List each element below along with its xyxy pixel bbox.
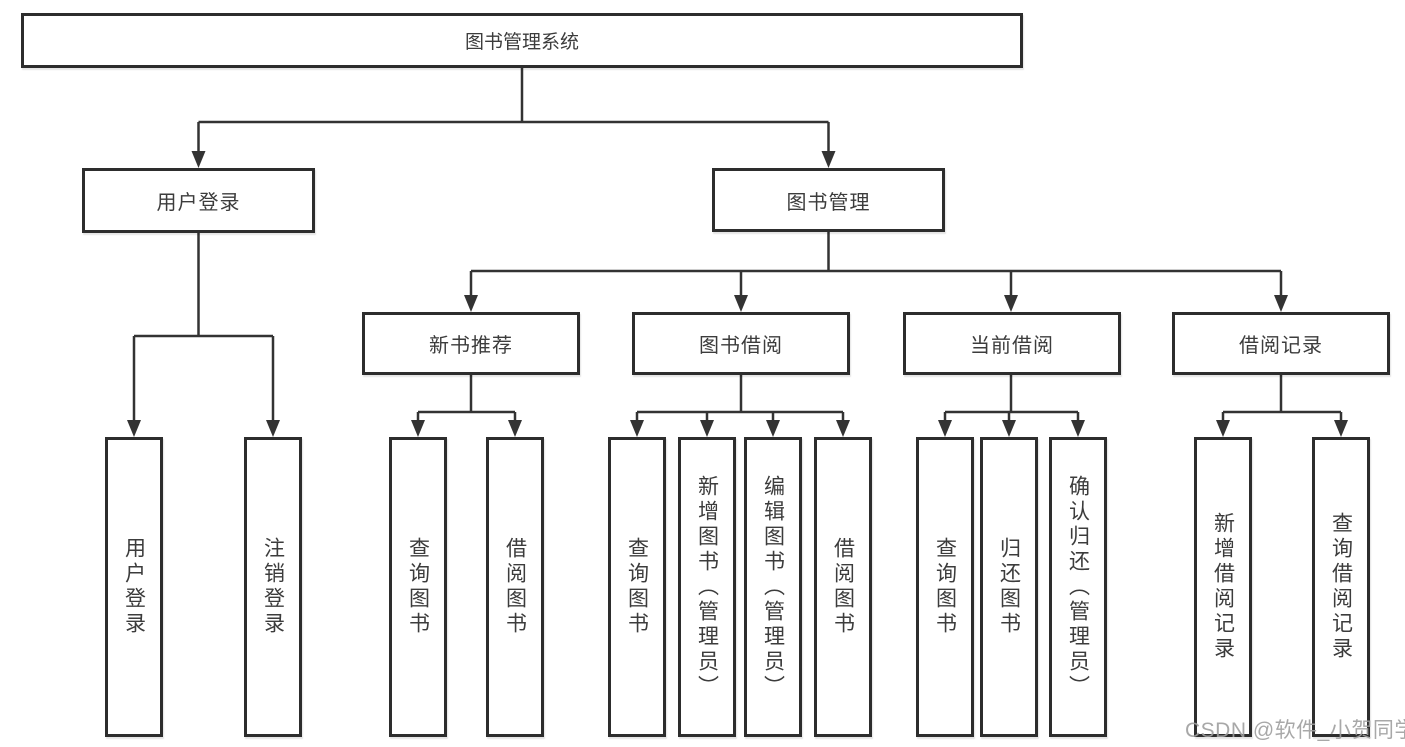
node-book-management: 图书管理 [712, 168, 945, 232]
arrow-down-icon [1002, 420, 1016, 437]
arrow-down-icon [821, 151, 836, 168]
leaf-logout-login: 注销登录 [244, 437, 302, 737]
node-borrowing-records: 借阅记录 [1172, 312, 1390, 375]
arrow-down-icon [1071, 420, 1085, 437]
arrow-down-icon [938, 420, 952, 437]
arrow-down-icon [630, 420, 644, 437]
node-label: 当前借阅 [970, 335, 1054, 357]
arrow-down-icon [700, 420, 714, 437]
leaf-borrowing-borrow-books: 借阅图书 [814, 437, 872, 737]
leaf-newbooks-borrow-books: 借阅图书 [486, 437, 544, 737]
node-new-book-recommend: 新书推荐 [362, 312, 580, 375]
arrow-down-icon [1004, 295, 1018, 312]
leaf-current-return-books: 归还图书 [980, 437, 1038, 737]
arrow-down-icon [127, 420, 141, 437]
node-root-system: 图书管理系统 [21, 13, 1023, 68]
node-current-borrowing: 当前借阅 [903, 312, 1121, 375]
leaf-borrowing-add-books-admin: 新增图书（管理员） [678, 437, 736, 737]
node-book-borrowing: 图书借阅 [632, 312, 850, 375]
leaf-borrowing-edit-books-admin: 编辑图书（管理员） [744, 437, 802, 737]
arrowheads [127, 151, 1348, 437]
arrow-down-icon [1216, 420, 1230, 437]
leaf-records-query-record: 查询借阅记录 [1312, 437, 1370, 737]
leaf-current-confirm-return-admin: 确认归还（管理员） [1049, 437, 1107, 737]
node-label: 新书推荐 [429, 335, 513, 357]
arrow-down-icon [836, 420, 850, 437]
arrow-down-icon [734, 295, 748, 312]
csdn-watermark: CSDN @软件_小贺同学 [1185, 719, 1405, 742]
node-label: 图书管理 [786, 191, 871, 214]
leaf-current-query-books: 查询图书 [916, 437, 974, 737]
leaf-user-login: 用户登录 [105, 437, 163, 737]
arrow-down-icon [508, 420, 522, 437]
arrow-down-icon [1274, 295, 1288, 312]
arrow-down-icon [766, 420, 780, 437]
node-label: 图书借阅 [699, 335, 783, 357]
node-user-login: 用户登录 [82, 168, 315, 233]
leaf-newbooks-query-books: 查询图书 [389, 437, 447, 737]
node-label: 借阅记录 [1239, 335, 1323, 357]
leaf-records-add-record: 新增借阅记录 [1194, 437, 1252, 737]
tree-edges [132, 68, 1343, 424]
arrow-down-icon [411, 420, 425, 437]
arrow-down-icon [266, 420, 280, 437]
node-label: 用户登录 [156, 192, 241, 214]
leaf-borrowing-query-books: 查询图书 [608, 437, 666, 737]
node-label: 图书管理系统 [464, 32, 579, 53]
arrow-down-icon [464, 295, 478, 312]
arrow-down-icon [191, 151, 206, 168]
arrow-down-icon [1334, 420, 1348, 437]
